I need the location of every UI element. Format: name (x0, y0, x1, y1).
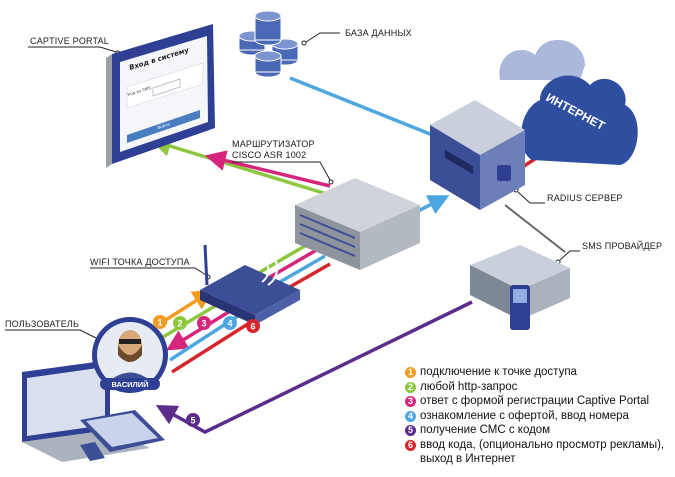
user-devices-icon (22, 360, 165, 462)
legend-text-6b: выход в Интернет (420, 453, 516, 465)
wifi-access-point-icon (200, 244, 300, 325)
database-label: БАЗА ДАННЫХ (345, 28, 412, 38)
legend-text-3: ответ с формой регистрации Captive Porta… (420, 395, 650, 407)
user-name-badge: ВАСИЛИЙ (111, 380, 148, 389)
portal-login-button[interactable]: Войти (157, 121, 171, 130)
radius-label: RADIUS СЕРВЕР (547, 193, 623, 203)
sms-user-purple-arrow (155, 300, 473, 434)
svg-text:3: 3 (201, 319, 206, 329)
legend-badge-5: 5 (405, 425, 416, 436)
svg-text:6: 6 (250, 322, 255, 332)
legend-text-6: ввод кода, (опционально просмотр рекламы… (420, 438, 665, 451)
legend-item-3: 3 ответ с формой регистрации Captive Port… (405, 395, 664, 410)
svg-text:4: 4 (227, 319, 232, 329)
legend-item-5: 5 получение СМС с кодом (405, 424, 664, 439)
legend-badge-1: 1 (405, 367, 416, 378)
legend: 1 подключение к точке доступа 2 любой http… (405, 366, 664, 468)
router-label-line2: CISCO ASR 1002 (232, 150, 307, 160)
db-radius-line (289, 76, 446, 142)
legend-item-1: 1 подключение к точке доступа (405, 366, 664, 381)
captive-portal-label: CAPTIVE PORTAL (30, 36, 109, 46)
step-badge-3 (197, 316, 211, 330)
wifi-label: WIFI ТОЧКА ДОСТУПА (90, 257, 190, 267)
svg-text:1: 1 (157, 318, 162, 328)
captive-portal-monitor (106, 24, 215, 168)
legend-item-6-cont: выход в Интернет (405, 453, 664, 468)
svg-text:5: 5 (190, 416, 195, 426)
step-badge-4 (223, 316, 237, 330)
legend-text-5: получение СМС с кодом (420, 424, 551, 436)
router-label-line1: МАРШРУТИЗАТОР (232, 139, 315, 149)
step-badge-2 (173, 316, 187, 330)
internet-cloud-icon (499, 39, 638, 165)
legend-item-4: 4 ознакомление с офертой, ввод номера (405, 410, 664, 425)
legend-badge-4: 4 (405, 410, 416, 422)
legend-badge-3: 3 (405, 396, 416, 407)
legend-item-2: 2 любой http-запрос (405, 381, 664, 396)
callout-lines (5, 32, 580, 343)
sms-provider-icon (470, 245, 570, 330)
svg-text:2: 2 (177, 319, 182, 329)
legend-text-4: ознакомление с офертой, ввод номера (420, 409, 629, 422)
router-portal-magenta-arrow (204, 150, 331, 188)
legend-text-2: любой http-запрос (420, 380, 518, 393)
database-icon (238, 10, 299, 78)
legend-badge-2: 2 (405, 381, 416, 393)
router-icon (295, 178, 420, 270)
legend-badge-6: 6 (405, 439, 416, 451)
user-avatar (92, 317, 168, 393)
user-label: ПОЛЬЗОВАТЕЛЬ (5, 319, 80, 329)
sms-provider-label: SMS ПРОВАЙДЕР (582, 241, 663, 251)
step-badge-1 (153, 315, 167, 329)
radius-server-icon (430, 100, 525, 210)
router-portal-green-arrow (149, 136, 331, 197)
step-badges: 1 2 3 4 6 5 (153, 315, 260, 427)
legend-text-1: подключение к точке доступа (420, 366, 577, 378)
step-badge-5 (186, 413, 200, 427)
legend-item-6: 6 ввод кода, (опционально просмотр реклам… (405, 439, 664, 454)
radius-sms-line (504, 204, 566, 253)
router-label: МАРШРУТИЗАТОР CISCO ASR 1002 (232, 139, 315, 161)
step-badge-6 (246, 319, 260, 333)
